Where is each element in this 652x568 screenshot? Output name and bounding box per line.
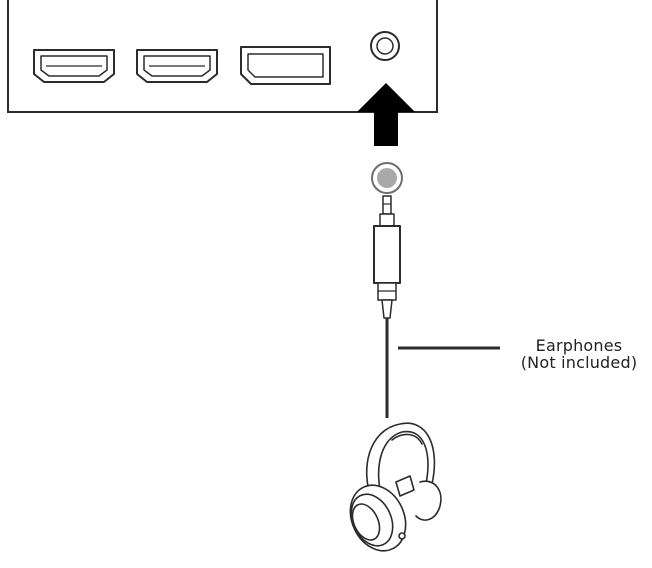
callout-label-line1: Earphones — [535, 336, 623, 355]
hdmi-port-2 — [136, 49, 218, 83]
displayport-port — [240, 46, 331, 85]
headphones-icon — [349, 422, 442, 552]
hdmi-port-1 — [33, 49, 115, 83]
up-arrow-icon — [357, 83, 415, 146]
audio-plug-icon — [373, 195, 401, 319]
callout-label-line2: (Not included) — [520, 353, 638, 372]
audio-plug-tip-icon — [371, 162, 403, 194]
audio-jack-port — [370, 31, 400, 61]
